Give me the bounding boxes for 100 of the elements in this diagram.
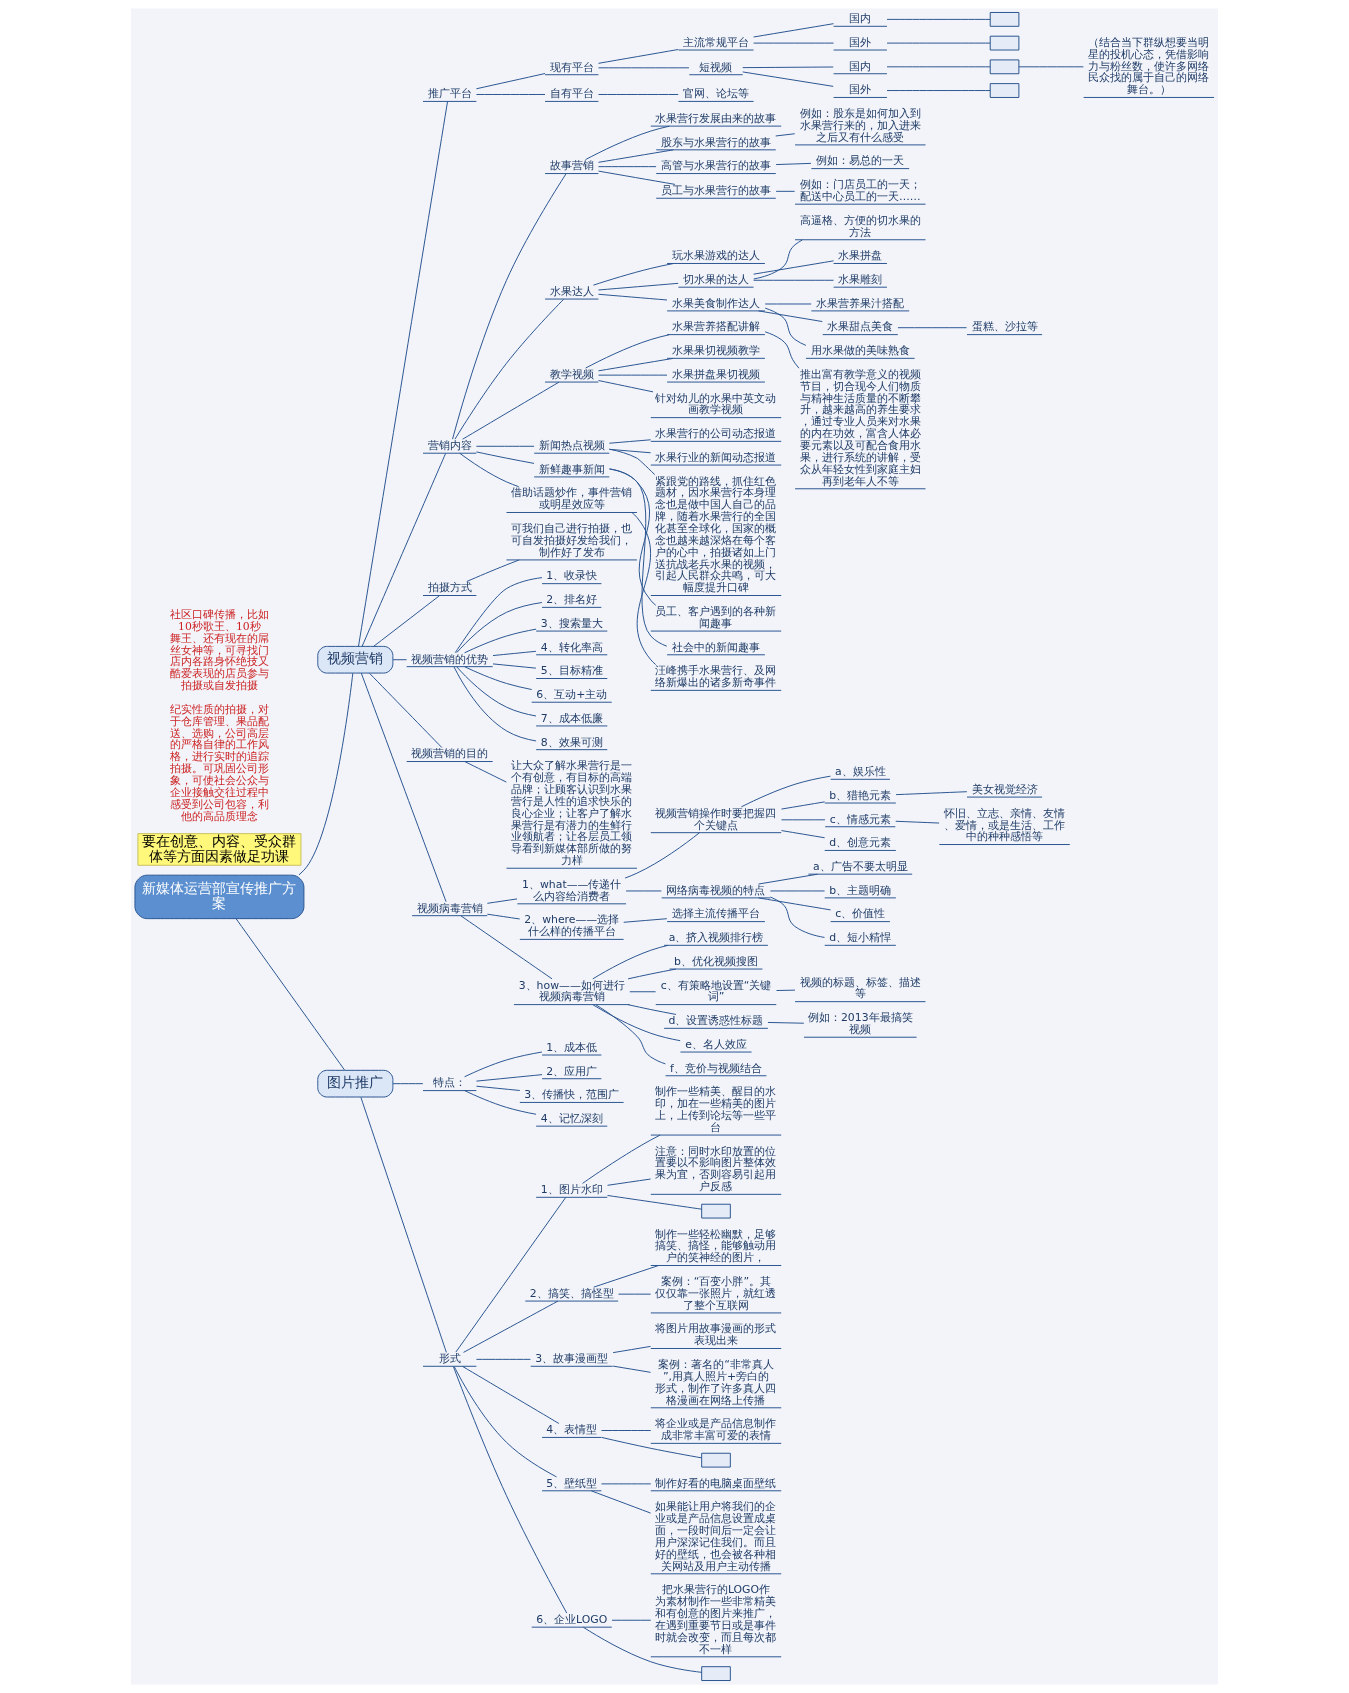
- connector: [392, 659, 408, 661]
- connector: [895, 791, 968, 796]
- node-text: 例如：股东是如何加入到水果营行来的，加入进来之后又有什么感受: [799, 107, 921, 144]
- node-text: 高管与水果营行的故事: [661, 159, 771, 173]
- connector: [582, 1626, 703, 1673]
- connector: [459, 452, 520, 488]
- node-text: 1、what——传递什么内容给消费者: [522, 877, 622, 903]
- connector: [475, 445, 535, 447]
- connector: [753, 23, 835, 38]
- connector: [392, 1083, 424, 1085]
- connector: [753, 279, 835, 281]
- connector: [475, 1074, 543, 1082]
- node-text: 蛋糕、沙拉等: [971, 320, 1038, 334]
- connector: [627, 1004, 677, 1015]
- node-text: b、主题明确: [829, 883, 892, 897]
- connector: [776, 989, 796, 992]
- connector: [612, 1345, 652, 1354]
- node-text: 4、表情型: [546, 1423, 598, 1437]
- node-text: 制作一些精美、醒目的水印，加在一些精美的图片上，上传到论坛等一些平台: [655, 1085, 777, 1134]
- connector: [462, 381, 560, 440]
- connector: [456, 666, 537, 717]
- node-text: 3、故事漫画型: [535, 1352, 609, 1366]
- node-text: 将图片用故事漫画的形式表现出来: [655, 1322, 777, 1348]
- connector: [601, 1483, 652, 1485]
- connector: [764, 307, 807, 346]
- connector: [454, 298, 565, 440]
- node-text: 紧跟党的路线，抓住红色题材，因水果营行本身理念也是做中国人自己的品牌，随着水果营行的全国化甚至全球化，国家的概念也越来越深烙在每个客户的心中，拍摄诸如上门送抗战老兵水果的视频，引起人民群众共鸣，可大幅度提升口碑: [655, 474, 777, 595]
- node-text: 视频营销的目的: [411, 747, 489, 761]
- node-text: c、价值性: [835, 907, 886, 921]
- connector: [486, 913, 521, 920]
- connector: [598, 293, 668, 301]
- node-text: 将企业或是产品信息制作成非常丰富可爱的表情: [655, 1417, 777, 1443]
- node-text: 短视频: [699, 60, 733, 74]
- node-text: 2、搞笑、搞怪型: [529, 1286, 614, 1300]
- node-text: 水果达人: [549, 284, 594, 298]
- connector: [453, 666, 537, 742]
- node-text: 2、where——选择什么样的传播平台: [524, 913, 620, 939]
- connector: [764, 331, 800, 369]
- connector: [886, 66, 991, 68]
- node-text: c、有策略地设置“关键词”: [660, 978, 772, 1004]
- node-text: 国内: [849, 59, 872, 73]
- connector: [598, 67, 690, 69]
- node-text: 视频营销的优势: [411, 652, 489, 666]
- connector: [598, 170, 676, 185]
- connector: [475, 73, 546, 90]
- node-text: 如果能让用户将我们的企业或是产品信息设置成桌面，一段时间后一定会让用户深深记住我们。而且好的壁纸，也会被各种相关网站及用户主动传播: [655, 1500, 777, 1573]
- node-text: 把水果营行的LOGO作为素材制作一些非常精美和有创意的图片来推广，在遇到重要节日或是事件时就会改变，而且每次都不一样: [655, 1583, 777, 1656]
- node-text: c、情感元素: [829, 812, 891, 826]
- connector: [598, 49, 679, 64]
- node-text: 推广平台: [427, 87, 472, 101]
- node-text: 5、壁纸型: [546, 1476, 598, 1490]
- node-box: [989, 83, 1020, 98]
- node-text: 例如：2013年最搞笑视频: [807, 1011, 913, 1037]
- connector: [476, 451, 535, 464]
- node-text: f、竞价与视频结合: [670, 1061, 762, 1075]
- connector: [886, 18, 991, 20]
- node-text: 4、记忆深刻: [540, 1112, 603, 1126]
- connector: [598, 380, 654, 393]
- node-text: d、设置诱惑性标题: [668, 1014, 764, 1028]
- connector: [618, 1293, 652, 1295]
- node-text: e、名人效应: [685, 1037, 747, 1051]
- connector: [585, 334, 670, 369]
- node-text: 教学视频: [549, 367, 594, 381]
- connector: [598, 357, 674, 372]
- connector: [753, 239, 803, 280]
- connector: [592, 263, 674, 286]
- node-text: 8、效果可测: [540, 735, 603, 749]
- connector: [608, 439, 652, 444]
- connector: [585, 125, 670, 161]
- connector: [452, 1366, 568, 1614]
- node-text: 注意：同时水印放置的位置要以不影响图片整体效果为宜，否则容易引起用户反感: [655, 1144, 777, 1194]
- connector: [298, 672, 354, 876]
- connector: [607, 1194, 702, 1210]
- connector: [781, 830, 826, 839]
- connector: [361, 452, 447, 647]
- connector: [612, 1365, 652, 1373]
- connector: [463, 1300, 559, 1353]
- connector: [608, 468, 668, 647]
- connector: [623, 918, 668, 923]
- connector: [595, 1004, 666, 1065]
- node-text: 1、收录快: [546, 569, 598, 583]
- node-text: 切水果的达人: [683, 273, 749, 287]
- connector: [607, 1178, 652, 1186]
- connector: [462, 1365, 560, 1424]
- connector: [475, 1085, 521, 1091]
- node-text: 国外: [849, 35, 872, 49]
- node-text: 形式: [438, 1352, 461, 1366]
- node-text: （结合当下群纵想要当明星的投机心态，凭借影响力与粉丝数，使许多网络民众找的属于自己的网络舞台。）: [1088, 35, 1210, 97]
- node-text: 3、how——如何进行视频病毒营销: [518, 978, 625, 1004]
- connector: [601, 1430, 652, 1431]
- connector: [464, 628, 537, 654]
- connector: [629, 991, 657, 993]
- label: 纪实性质的拍摄，对于仓库管理、果品配送、选购，公司高层的严格自律的工作风格，进行实时的追踪拍摄。可巩固公司形象，可使社会公众与企业接触交往过程中感受到公司包容，利他的高品质理念: [169, 702, 269, 823]
- node-text: 水果甜点美食: [827, 320, 894, 334]
- node-box: 视频营销: [317, 645, 394, 674]
- connector: [464, 1051, 543, 1078]
- node-text: 国外: [849, 83, 872, 97]
- node-text: a、广告不要太明显: [812, 860, 908, 874]
- node-text: d、短小精悍: [829, 931, 892, 945]
- connector: [742, 71, 834, 87]
